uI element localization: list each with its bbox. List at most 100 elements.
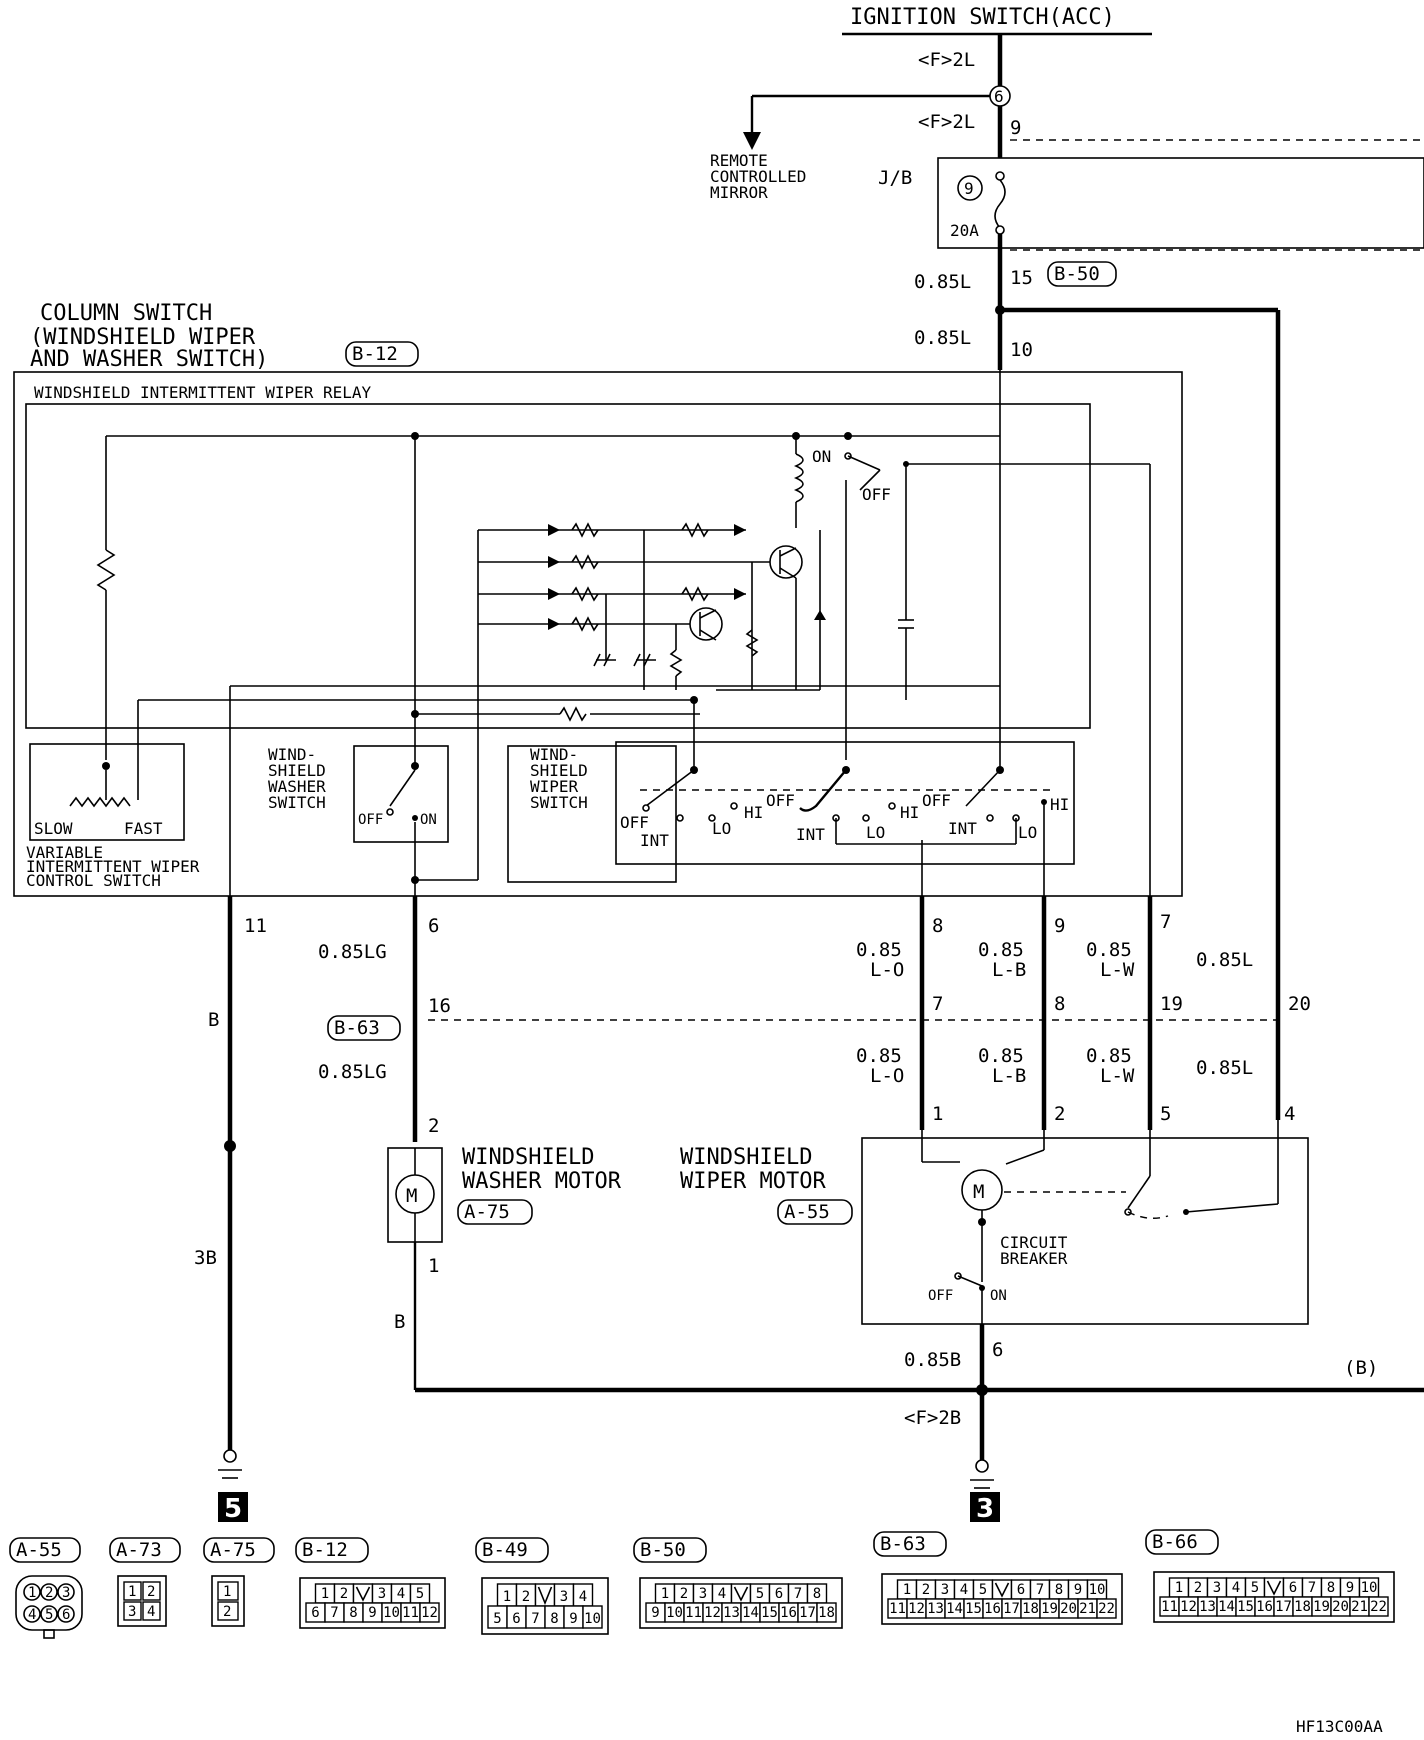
label-085l-d: 0.85L: [1196, 1057, 1253, 1079]
transistor-1: [689, 607, 723, 641]
connector-pin-number: 3: [560, 1589, 568, 1605]
label-f2l-upper: <F>2L: [918, 49, 975, 71]
relay-box: [25, 403, 1091, 729]
connector-pin-number: 11: [402, 1605, 419, 1621]
connector-pin-number: 9: [1074, 1582, 1082, 1598]
washer-motor-label-1: WINDSHIELD: [462, 1145, 594, 1170]
connector-pin-number: 2: [1194, 1580, 1202, 1596]
label-pin-8: 8: [932, 915, 943, 937]
wiper-g2-hi: HI: [900, 803, 919, 822]
connector-pin-number: 10: [1361, 1580, 1378, 1596]
connector-pin-number: 22: [1370, 1599, 1387, 1615]
label-jb: J/B: [878, 167, 912, 189]
conn-view-a75-label: A-75: [210, 1539, 256, 1561]
label-conn-a75: A-75: [464, 1201, 510, 1223]
label-085l-a: 0.85L: [914, 271, 971, 293]
connector-pin-number: 20: [1060, 1601, 1077, 1617]
relay-on-label: ON: [812, 447, 831, 466]
relay-coil: [793, 453, 804, 503]
wiper-g2-int: INT: [796, 825, 825, 844]
connector-pin-number: 3: [699, 1586, 707, 1602]
connector-pin-number: 6: [311, 1605, 319, 1621]
label-lw-col2: L-W: [1100, 1065, 1135, 1087]
label-085lg-a: 0.85LG: [318, 941, 387, 963]
label-fuse-rating: 20A: [950, 221, 979, 240]
connector-pin-number: 13: [927, 1601, 944, 1617]
label-pin-19: 19: [1160, 993, 1183, 1015]
connector-pin-number: 12: [704, 1605, 721, 1621]
variable-label-3: CONTROL SWITCH: [26, 871, 161, 890]
washer-switch-label-3: WASHER: [268, 777, 326, 796]
label-pin-10: 10: [1010, 339, 1033, 361]
label-washer-on: ON: [420, 812, 437, 828]
connector-pin-number: 22: [1098, 1601, 1115, 1617]
washer-switch-label-1: WIND-: [268, 745, 316, 764]
label-lo-num2: 0.85: [856, 1045, 902, 1067]
connector-pin-number: 5: [1251, 1580, 1259, 1596]
label-mirror-1: REMOTE: [710, 151, 768, 170]
connector-pin-number: 13: [1199, 1599, 1216, 1615]
connector-pin-number: 3: [378, 1586, 386, 1602]
variable-resistor: [69, 796, 131, 808]
label-wire-3b: 3B: [194, 1247, 217, 1269]
label-b-ref: (B): [1344, 1357, 1378, 1379]
label-washer-pin-top: 2: [428, 1115, 439, 1137]
arrow-mirror: [743, 132, 761, 150]
connector-pin-number: 18: [818, 1605, 835, 1621]
diode-5: [734, 524, 746, 536]
label-washer-pin-bot: 1: [428, 1255, 439, 1277]
conn-view-b12-label: B-12: [302, 1539, 348, 1561]
connector-pin-number: 6: [1017, 1582, 1025, 1598]
connector-pin-number: 2: [922, 1582, 930, 1598]
conn-b12-badge: [345, 341, 419, 367]
connector-pin-number: 12: [908, 1601, 925, 1617]
conn-view-b50-label: B-50: [640, 1539, 686, 1561]
cap-2: [633, 653, 656, 667]
connector-pin-cell: [582, 1605, 603, 1629]
relay-off-label: OFF: [862, 485, 891, 504]
svg-text:6: 6: [62, 1607, 70, 1623]
label-085l-c: 0.85L: [1196, 949, 1253, 971]
connector-pin-number: 11: [889, 1601, 906, 1617]
connector-pin-number: 14: [1218, 1599, 1235, 1615]
svg-text:3: 3: [128, 1604, 136, 1620]
column-switch-title-3: AND WASHER SWITCH): [30, 347, 268, 372]
connector-pin-number: 4: [579, 1589, 587, 1605]
wiper-g2-off: OFF: [766, 791, 795, 810]
connector-pin-number: 8: [813, 1586, 821, 1602]
ground-badge-left: [218, 1492, 248, 1522]
connector-pin-number: 10: [584, 1611, 601, 1627]
connector-pin-number: 9: [368, 1605, 376, 1621]
circuit-breaker-label-2: BREAKER: [1000, 1249, 1068, 1268]
label-pin-20: 20: [1288, 993, 1311, 1015]
wiper-switch-outer-left: [507, 745, 677, 883]
label-pin-16: 16: [428, 995, 451, 1017]
label-lo-col2: L-O: [870, 1065, 904, 1087]
label-lo-col: L-O: [870, 959, 904, 981]
conn-view-a75: [211, 1575, 245, 1627]
wiper-switch-label-4: SWITCH: [530, 793, 588, 812]
connector-pin-number: 15: [761, 1605, 778, 1621]
diode-3: [548, 588, 560, 600]
connector-key: [994, 1582, 1010, 1598]
connector-pin-number: 12: [421, 1605, 438, 1621]
connector-pin-cell: [816, 1602, 837, 1623]
connector-pin-number: 11: [685, 1605, 702, 1621]
fuse-top: [995, 171, 1005, 181]
connector-pin-number: 4: [397, 1586, 405, 1602]
label-085b: 0.85B: [904, 1349, 961, 1371]
wiper-g2-lo: LO: [866, 823, 885, 842]
connector-pin-number: 11: [1161, 1599, 1178, 1615]
connector-housing: [481, 1577, 609, 1635]
connector-pin-number: 14: [742, 1605, 759, 1621]
connector-key: [733, 1586, 749, 1602]
label-wiper-pin-1: 1: [932, 1103, 943, 1125]
connector-key: [537, 1586, 553, 1606]
svg-text:3: 3: [62, 1585, 70, 1601]
variable-switch-box: [29, 743, 185, 841]
connector-pin-number: 6: [775, 1586, 783, 1602]
conn-view-b63-badge: [873, 1531, 947, 1557]
conn-view-a55-badge: [9, 1537, 81, 1563]
